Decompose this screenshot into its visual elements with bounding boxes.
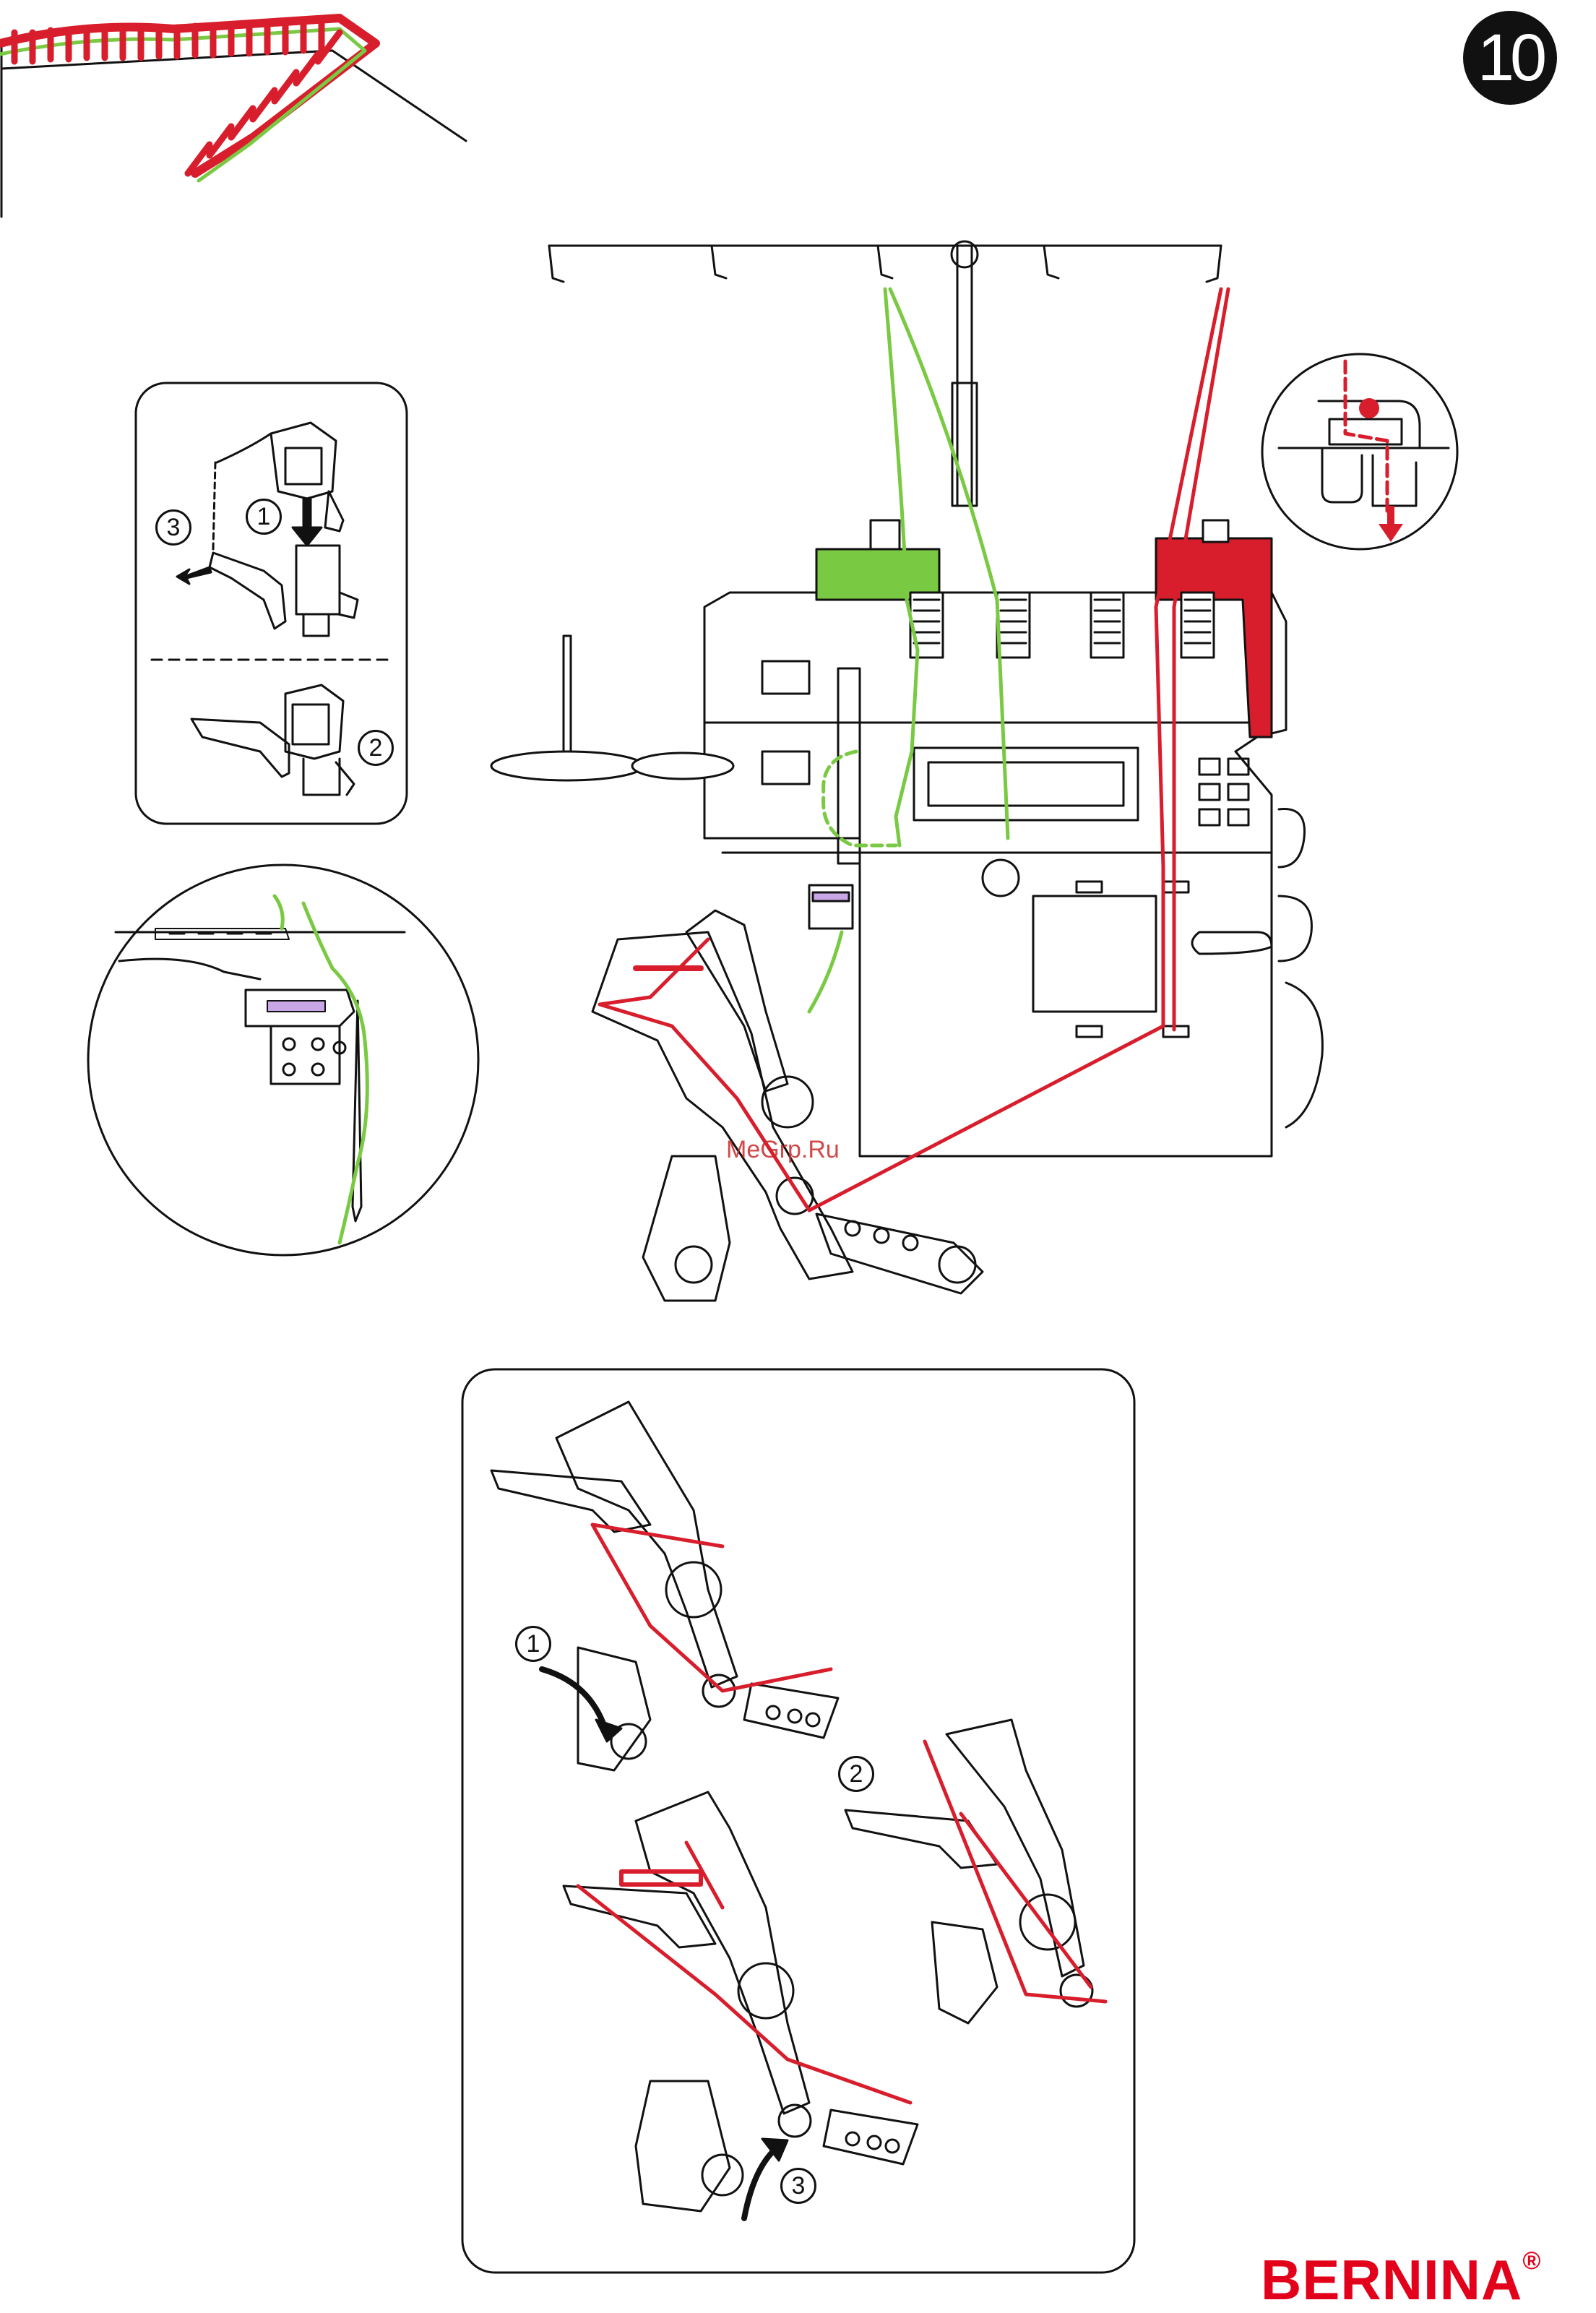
thread-guide-circle <box>1262 354 1457 549</box>
watermark: MeGrp.Ru <box>726 1136 840 1164</box>
needle-detail-circle <box>88 865 478 1255</box>
looper-sequence-inset <box>462 1369 1134 2273</box>
step-marker-1: 1 <box>246 499 282 535</box>
step-marker-2: 2 <box>838 1756 874 1792</box>
step-marker-3: 3 <box>155 509 191 546</box>
overlock-machine <box>491 241 1322 1301</box>
registered-icon: ® <box>1522 2247 1541 2275</box>
brand-name: BERNINA <box>1261 2248 1522 2312</box>
brand-logo: BERNINA® <box>1261 2247 1541 2313</box>
step-marker-1: 1 <box>515 1626 551 1662</box>
step-marker-3: 3 <box>780 2168 816 2204</box>
step-marker-2: 2 <box>358 730 394 766</box>
page-number-badge: 10 <box>1463 11 1557 105</box>
stitch-sample <box>0 18 466 217</box>
